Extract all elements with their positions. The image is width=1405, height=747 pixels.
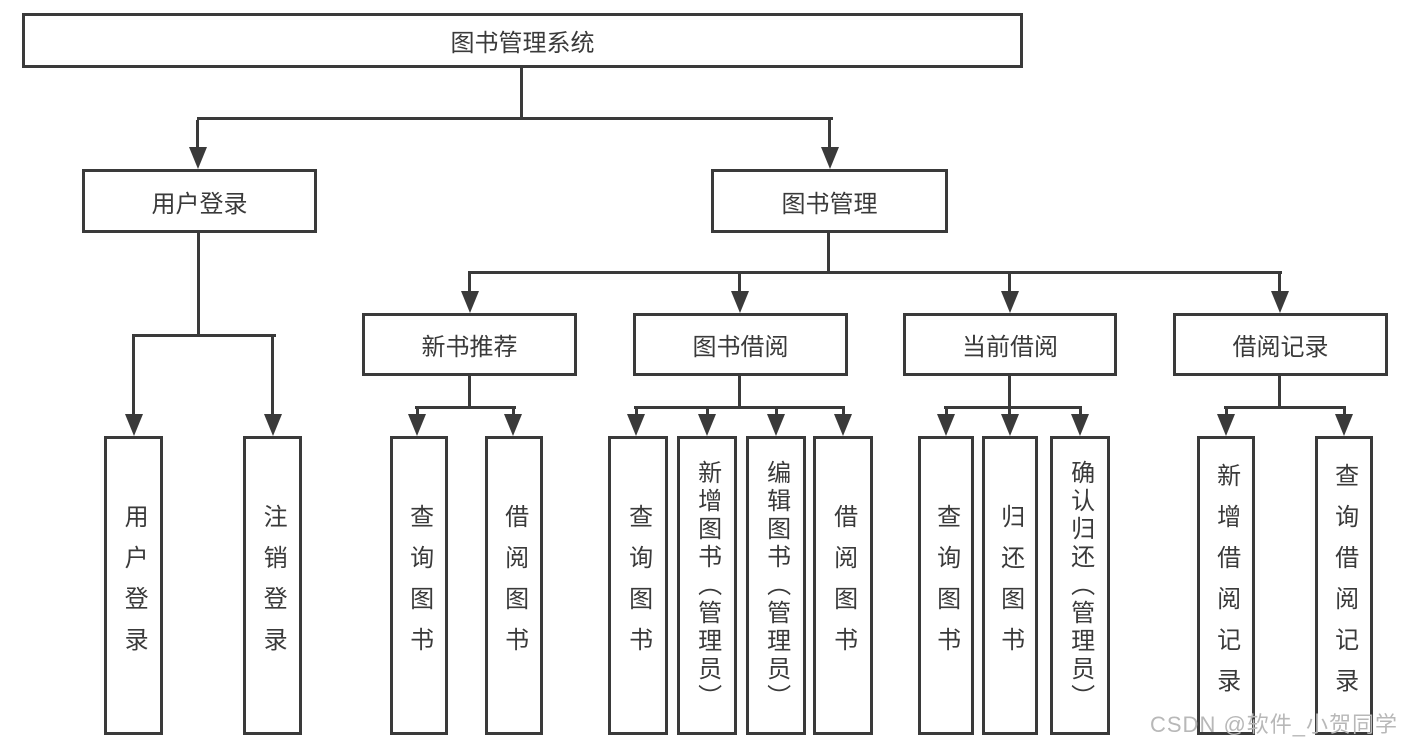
node-root: 图书管理系统 [22,13,1023,68]
arrow-down-icon [1217,414,1235,436]
arrow-down-icon [937,414,955,436]
arrow-down-icon [834,414,852,436]
leaf-add-books-admin: 新增图书（管理员） [677,436,737,735]
connector-leaf-drop [271,337,274,417]
leaf-query-books-recommend: 查询图书 [390,436,448,735]
leaf-borrow-books-label: 借阅图书 [829,503,857,668]
arrow-down-icon [1071,414,1089,436]
connector-leaf-drop [132,337,135,417]
connector-section-drop [738,274,741,294]
leaf-logout: 注销登录 [243,436,302,735]
connector-section-drop [1278,274,1281,294]
leaf-logout-label: 注销登录 [259,503,287,668]
node-book-borrow: 图书借阅 [633,313,848,376]
arrow-down-icon [264,414,282,436]
leaf-add-borrow-record: 新增借阅记录 [1197,436,1255,735]
connector-bookmgmt-drop [828,120,831,150]
arrow-down-icon [461,291,479,313]
arrow-down-icon [408,414,426,436]
arrow-down-icon [767,414,785,436]
leaf-edit-books-admin-label: 编辑图书（管理员） [762,459,790,712]
connector-section0-stem [468,376,471,409]
leaf-user-login-label: 用户登录 [120,503,148,668]
leaf-return-books-label: 归还图书 [996,503,1024,668]
leaf-borrow-books-recommend: 借阅图书 [485,436,543,735]
node-book-borrow-label: 图书借阅 [692,334,789,361]
connector-branch-section1 [634,406,845,409]
connector-leaf-drop [1079,409,1082,418]
node-book-management: 图书管理 [711,169,948,233]
connector-leaf-drop [706,409,709,418]
connector-leaf-drop [416,409,419,418]
node-borrow-records: 借阅记录 [1173,313,1388,376]
node-book-management-label: 图书管理 [781,190,878,218]
connector-branch-section3 [1224,406,1346,409]
connector-leaf-drop [512,409,515,418]
leaf-query-borrow-record: 查询借阅记录 [1315,436,1373,735]
node-current-borrow-label: 当前借阅 [962,334,1058,361]
connector-leaf-drop [842,409,845,418]
leaf-query-books-recommend-label: 查询图书 [405,503,433,668]
arrow-down-icon [1335,414,1353,436]
leaf-edit-books-admin: 编辑图书（管理员） [746,436,806,735]
node-new-book-recommend: 新书推荐 [362,313,577,376]
node-new-book-recommend-label: 新书推荐 [421,334,518,361]
arrow-down-icon [698,414,716,436]
connector-branch-userlogin [132,334,276,337]
arrow-down-icon [731,291,749,313]
leaf-query-books-current-label: 查询图书 [932,503,960,668]
connector-bookmgmt-stem [827,233,830,274]
connector-section2-stem [1008,376,1011,409]
arrow-down-icon [1001,291,1019,313]
connector-section-drop [1008,274,1011,294]
csdn-watermark: CSDN @软件_小贺同学 [1150,712,1399,737]
connector-branch-level3 [468,271,1282,274]
leaf-borrow-books-recommend-label: 借阅图书 [500,503,528,668]
connector-leaf-drop [945,409,948,418]
connector-leaf-drop [635,409,638,418]
leaf-add-books-admin-label: 新增图书（管理员） [693,459,721,712]
connector-section3-stem [1278,376,1281,409]
arrow-down-icon [627,414,645,436]
connector-leaf-drop [1343,409,1346,418]
connector-leaf-drop [775,409,778,418]
node-current-borrow: 当前借阅 [903,313,1117,376]
leaf-query-borrow-record-label: 查询借阅记录 [1330,462,1358,709]
connector-userlogin-stem [197,233,200,337]
connector-section-drop [468,274,471,294]
connector-leaf-drop [1225,409,1228,418]
connector-branch-level1 [197,117,833,120]
leaf-confirm-return-admin-label: 确认归还（管理员） [1066,459,1094,712]
connector-branch-section0 [415,406,516,409]
node-borrow-records-label: 借阅记录 [1232,334,1329,361]
leaf-add-borrow-record-label: 新增借阅记录 [1212,462,1240,709]
connector-userlogin-drop [196,120,199,150]
connector-branch-section2 [944,406,1082,409]
arrow-down-icon [504,414,522,436]
arrow-down-icon [189,147,207,169]
leaf-query-books-borrow: 查询图书 [608,436,668,735]
leaf-borrow-books: 借阅图书 [813,436,873,735]
leaf-return-books: 归还图书 [982,436,1038,735]
leaf-query-books-current: 查询图书 [918,436,974,735]
connector-root-stem [520,68,523,120]
node-user-login: 用户登录 [82,169,317,233]
node-user-login-label: 用户登录 [151,190,248,218]
leaf-user-login: 用户登录 [104,436,163,735]
leaf-confirm-return-admin: 确认归还（管理员） [1050,436,1110,735]
arrow-down-icon [1001,414,1019,436]
leaf-query-books-borrow-label: 查询图书 [624,503,652,668]
connector-section1-stem [738,376,741,409]
arrow-down-icon [1271,291,1289,313]
arrow-down-icon [125,414,143,436]
arrow-down-icon [821,147,839,169]
connector-leaf-drop [1008,409,1011,418]
node-root-label: 图书管理系统 [450,30,595,57]
